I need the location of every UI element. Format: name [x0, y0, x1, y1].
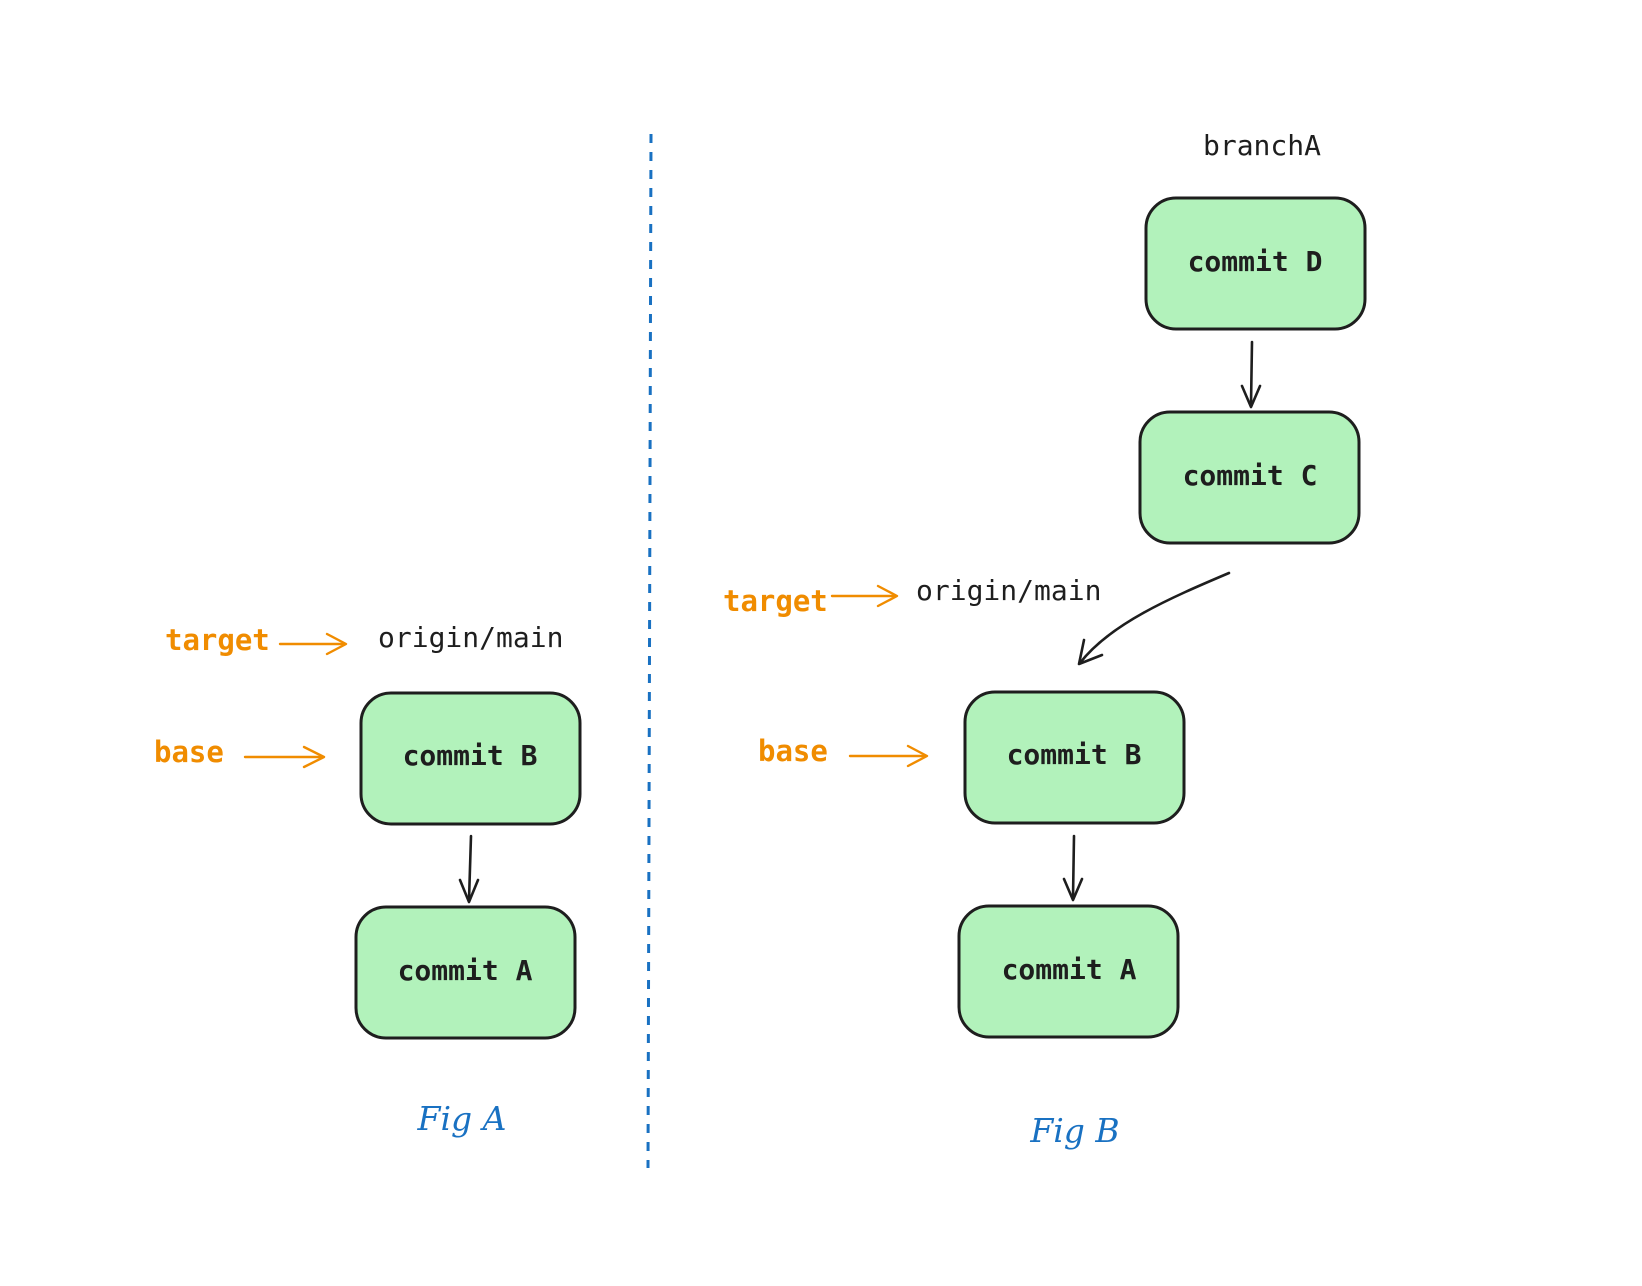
- fig-b-commit-a-node: [957, 904, 1180, 1039]
- fig-b-c-to-b-arrow: [1078, 571, 1231, 665]
- fig-a-commit-a-node: [354, 905, 577, 1040]
- fig-b-commit-d-label: commit D: [1188, 245, 1323, 278]
- fig-b-commit-a-label: commit A: [1002, 953, 1137, 986]
- fig-b-c-to-b-arrowhead: [1077, 638, 1104, 666]
- fig-b-commit-b-label: commit B: [1007, 738, 1142, 771]
- fig-a-base-arrowhead: [302, 745, 326, 769]
- fig-b-b-to-a-arrowhead: [1062, 877, 1084, 902]
- fig-a-base-label: base: [154, 735, 224, 769]
- fig-b-b-to-a-arrow: [1071, 834, 1076, 900]
- fig-a-b-to-a-arrow: [467, 834, 473, 902]
- fig-b-caption: Fig B: [1029, 1111, 1119, 1150]
- fig-b-commit-d-node: [1144, 196, 1367, 331]
- fig-b-commit-c-node: [1138, 410, 1361, 545]
- fig-b-base-arrowhead: [906, 744, 929, 768]
- fig-b-origin-main-label: origin/main: [916, 574, 1101, 607]
- fig-a-b-to-a-arrowhead: [458, 878, 480, 904]
- fig-a-caption: Fig A: [417, 1099, 507, 1138]
- fig-a-commit-b-node: [359, 691, 582, 826]
- fig-b-d-to-c-arrow: [1249, 340, 1254, 407]
- fig-b-commit-b-node: [963, 690, 1186, 825]
- divider-line: [646, 133, 653, 1169]
- fig-b-base-label: base: [758, 734, 828, 768]
- fig-a: target origin/main base commit B commit …: [154, 621, 582, 1138]
- fig-a-origin-main-label: origin/main: [378, 621, 563, 654]
- fig-a-target-arrowhead: [325, 632, 348, 656]
- fig-a-commit-b-label: commit B: [403, 739, 538, 772]
- fig-b-target-label: target: [723, 584, 828, 618]
- fig-b-branch-a-label: branchA: [1203, 129, 1321, 162]
- fig-b-d-to-c-arrowhead: [1240, 384, 1262, 409]
- fig-b-target-arrowhead: [876, 584, 899, 608]
- fig-a-target-label: target: [165, 623, 270, 657]
- fig-a-commit-a-label: commit A: [398, 954, 533, 987]
- fig-b-commit-c-label: commit C: [1183, 459, 1318, 492]
- fig-b: branchA commit D commit C target origin/…: [723, 129, 1367, 1150]
